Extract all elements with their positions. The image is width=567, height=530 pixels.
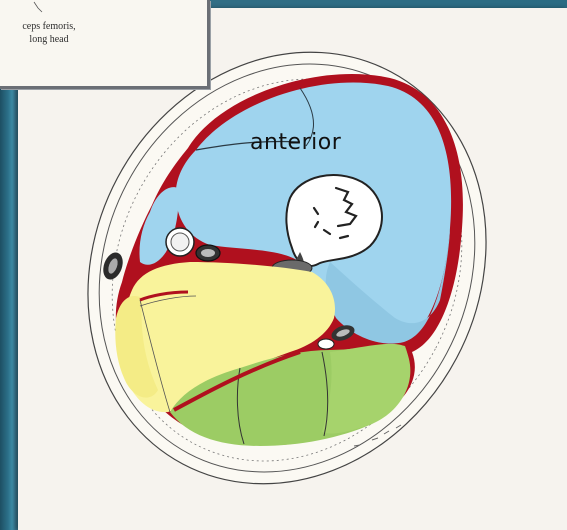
femoral-vein-lumen: [201, 249, 215, 257]
anterior-label: anterior: [250, 130, 341, 156]
femoral-artery-lumen: [171, 233, 189, 251]
inset-leader-line: [32, 0, 52, 20]
inset-image: ceps femoris, long head: [0, 0, 210, 89]
inset-muscle-label: ceps femoris, long head: [0, 20, 98, 46]
perforating-vessel: [318, 339, 334, 349]
